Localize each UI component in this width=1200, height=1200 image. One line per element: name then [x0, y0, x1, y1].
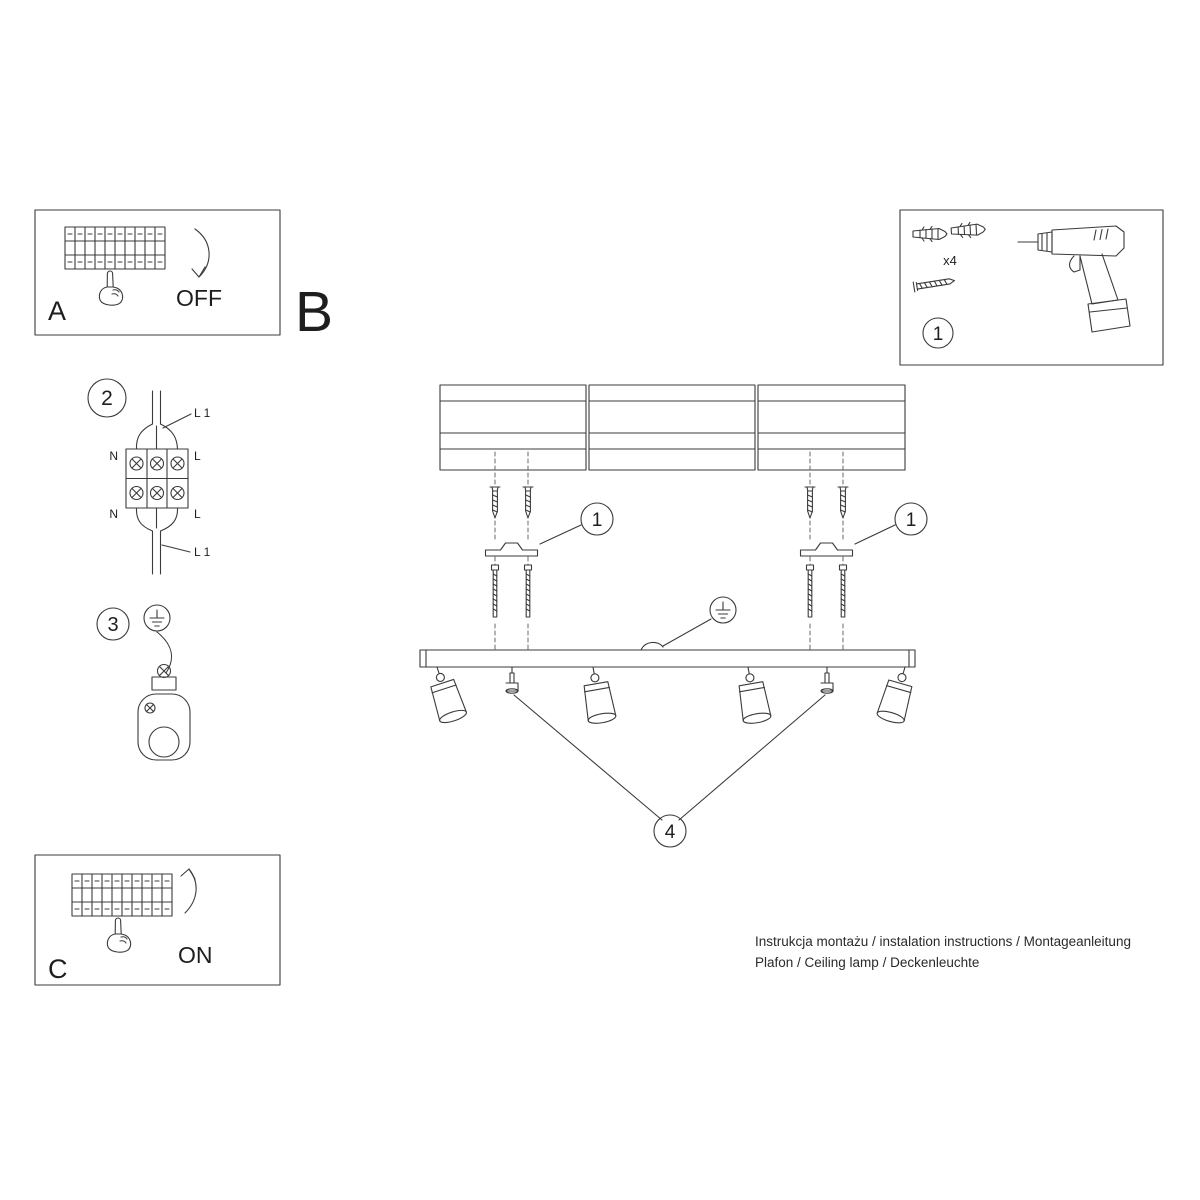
screw-icon	[912, 275, 956, 293]
adjust-knobs	[505, 666, 834, 694]
arrow-up-icon	[180, 868, 197, 914]
mounting-screws	[489, 486, 849, 519]
fixing-screws	[490, 564, 848, 618]
lamp-bar	[419, 649, 916, 668]
step-3-number: 3	[107, 614, 118, 636]
ground-callout	[640, 596, 737, 651]
label-n-top: N	[109, 449, 118, 463]
step-2-number: 2	[101, 387, 113, 410]
wiring-diagram: 2 L 1 N L N L L 1	[87, 378, 211, 575]
callout-4: 4	[513, 694, 826, 848]
panel-c-letter: C	[48, 954, 68, 984]
label-n-bottom: N	[109, 507, 118, 521]
pointing-hand-icon	[98, 270, 124, 306]
wall-plug-icon	[912, 221, 987, 243]
label-l1-top: L 1	[194, 406, 211, 420]
power-on-box: ON C	[34, 854, 281, 986]
earth-connection: 3	[96, 604, 191, 761]
section-b-letter: B	[295, 280, 333, 344]
fixings-box: x4 1	[899, 209, 1164, 366]
ground-symbol-icon	[143, 604, 171, 632]
step-1-badge: 1	[922, 317, 954, 349]
off-label: OFF	[176, 285, 222, 311]
mounting-bracket-right	[799, 542, 854, 557]
breaker-panel-icon	[71, 873, 173, 917]
mounting-bracket-left	[484, 542, 539, 557]
callout-1-left: 1	[539, 502, 614, 545]
pointing-hand-icon	[106, 917, 132, 953]
callout-4-number: 4	[665, 822, 676, 843]
plug-count-label: x4	[943, 253, 957, 268]
label-l-bottom: L	[194, 507, 201, 521]
earth-clamp	[137, 663, 191, 761]
step-1-number: 1	[933, 324, 944, 345]
terminal-block	[125, 448, 189, 509]
footer-line-1: Instrukcja montażu / instalation instruc…	[755, 934, 1131, 949]
callout-1-right: 1	[854, 502, 928, 545]
drill-icon	[1017, 225, 1131, 333]
label-l-top: L	[194, 449, 201, 463]
callout-1-right-number: 1	[906, 510, 917, 531]
step-3-badge: 3	[96, 607, 130, 641]
assembly-diagram: 1 1	[419, 384, 928, 848]
footer-line-2: Plafon / Ceiling lamp / Deckenleuchte	[755, 955, 979, 970]
breaker-panel-icon	[64, 226, 166, 270]
callout-1-left-number: 1	[592, 510, 603, 531]
arrow-down-icon	[191, 228, 210, 278]
on-label: ON	[178, 942, 213, 968]
spotlight-head	[423, 662, 920, 726]
step-2-badge: 2	[87, 378, 127, 418]
panel-a-letter: A	[48, 296, 66, 326]
power-off-box: OFF A	[34, 209, 281, 336]
label-l1-bottom: L 1	[194, 545, 211, 559]
ceiling-panels	[439, 384, 906, 471]
